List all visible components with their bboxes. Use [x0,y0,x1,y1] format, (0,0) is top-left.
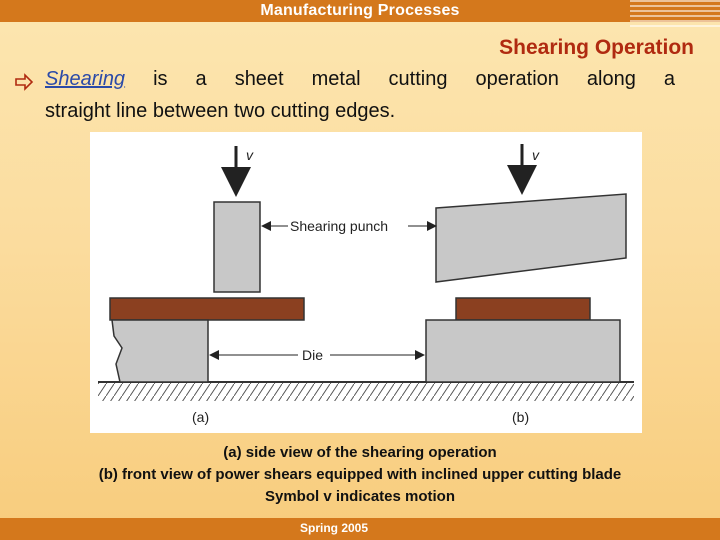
ground-hatching [98,383,634,401]
caption-line-2: (b) front view of power shears equipped … [98,466,622,483]
punch-side-view [213,201,261,293]
header-bar [0,0,720,22]
bullet-text-line-2: straight line between two cutting edges. [45,100,396,122]
header-title: Manufacturing Processes [260,2,460,19]
slide-subtitle: Shearing Operation [499,36,694,59]
shearing-punch-label: Shearing punch [290,218,388,234]
bullet-text-line-1: Shearing is a sheet metal cutting operat… [45,68,675,91]
die-label: Die [302,347,323,363]
hollow-arrow-bullet-icon [15,73,34,91]
sheet-front-view [455,297,591,321]
die-front-view [425,319,621,383]
subfigure-label-b: (b) [512,409,529,425]
v-label-left: v [246,147,254,163]
sheet-side-view [109,297,305,321]
shearing-figure: v v Shearing punch Die (a) (b) [90,132,642,433]
caption-line-1: (a) side view of the shearing operation [223,444,497,461]
v-label-right: v [532,147,540,163]
bullet-text-rest: is a sheet metal cutting operation along… [125,68,675,90]
header-stripes-decoration [630,0,720,28]
footer-text: Spring 2005 [300,521,369,535]
shearing-diagram: v v Shearing punch Die (a) (b) [98,144,634,425]
footer-bar [0,518,720,540]
caption-line-3: Symbol v indicates motion [264,488,456,505]
subfigure-label-a: (a) [192,409,209,425]
inclined-blade-front-view [435,193,627,283]
term-shearing: Shearing [45,68,126,90]
die-side-view [111,319,209,383]
